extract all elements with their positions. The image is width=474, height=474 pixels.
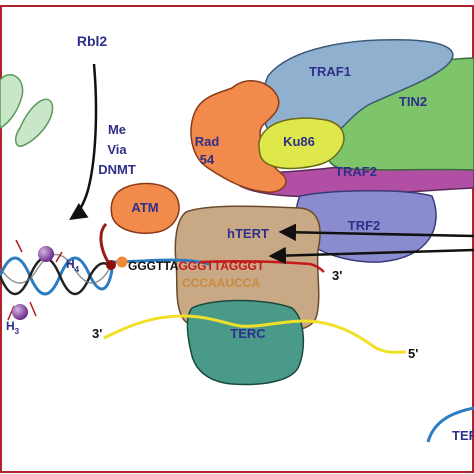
rad54-label-line2: 54: [200, 152, 215, 167]
dnmt-label: DNMT: [98, 162, 136, 177]
histone-h4-ball: [38, 246, 54, 262]
three-prime-top-label: 3': [332, 268, 342, 283]
terc-label: TERC: [230, 326, 266, 341]
t-loop-hook: [99, 222, 110, 263]
via-label: Via: [107, 142, 127, 157]
h3-subscript: 3: [15, 327, 20, 336]
h4-subscript: 4: [75, 265, 80, 274]
traf2-label: TRAF2: [335, 164, 377, 179]
five-prime-label: 5': [408, 346, 418, 361]
ku86-label: Ku86: [283, 134, 315, 149]
dna-helix-grey: [0, 253, 111, 284]
h4-label: H4: [66, 257, 80, 274]
htert-label: hTERT: [227, 226, 269, 241]
frame-border: [0, 5, 474, 473]
telomere-sequence: GGGTTAGGGTTAGGGT: [128, 259, 265, 273]
strand-end-ball-orange: [116, 256, 128, 268]
three-prime-bottom-label: 3': [92, 326, 102, 341]
complement-sequence: CCCAAUCCA: [182, 276, 260, 290]
dna-helix-black: [0, 256, 114, 296]
ku86-shape: [258, 117, 345, 170]
h3-label: H3: [6, 319, 20, 336]
traf1-label: TRAF1: [309, 64, 351, 79]
tin2-label: TIN2: [399, 94, 427, 109]
tef-partial-label: TEF: [452, 428, 474, 443]
me-label: Me: [108, 122, 126, 137]
partial-green-shape-1: [0, 74, 24, 129]
partial-green-shape-2: [15, 98, 54, 147]
methyl-mark: [15, 239, 23, 253]
rad54-label-line1: Rad: [195, 134, 220, 149]
arrow-to-htert-1: [278, 223, 474, 242]
rad54-shape: [190, 80, 287, 193]
methyl-mark: [29, 301, 37, 317]
strand-end-ball: [106, 260, 116, 270]
rbl2-arrow: [69, 63, 98, 220]
sequence-red-part: GGGTTAGGGT: [178, 259, 264, 273]
telomere-overhang: [199, 259, 325, 273]
arrow-to-htert-2: [268, 246, 474, 265]
methyl-mark: [55, 251, 63, 263]
bottom-right-strand: [426, 406, 474, 443]
atm-label: ATM: [131, 200, 158, 215]
dna-helix-blue: [0, 256, 114, 296]
atm-shape: [110, 182, 180, 234]
rbl2-label: Rbl2: [77, 33, 108, 49]
h3-letter: H: [6, 319, 15, 333]
trf2-label: TRF2: [348, 218, 381, 233]
h4-letter: H: [66, 257, 75, 271]
histone-h3-ball: [12, 304, 28, 320]
rna-strand: [103, 314, 407, 354]
terc-shape: [186, 299, 305, 386]
sequence-black-part: GGGTTA: [128, 259, 179, 273]
